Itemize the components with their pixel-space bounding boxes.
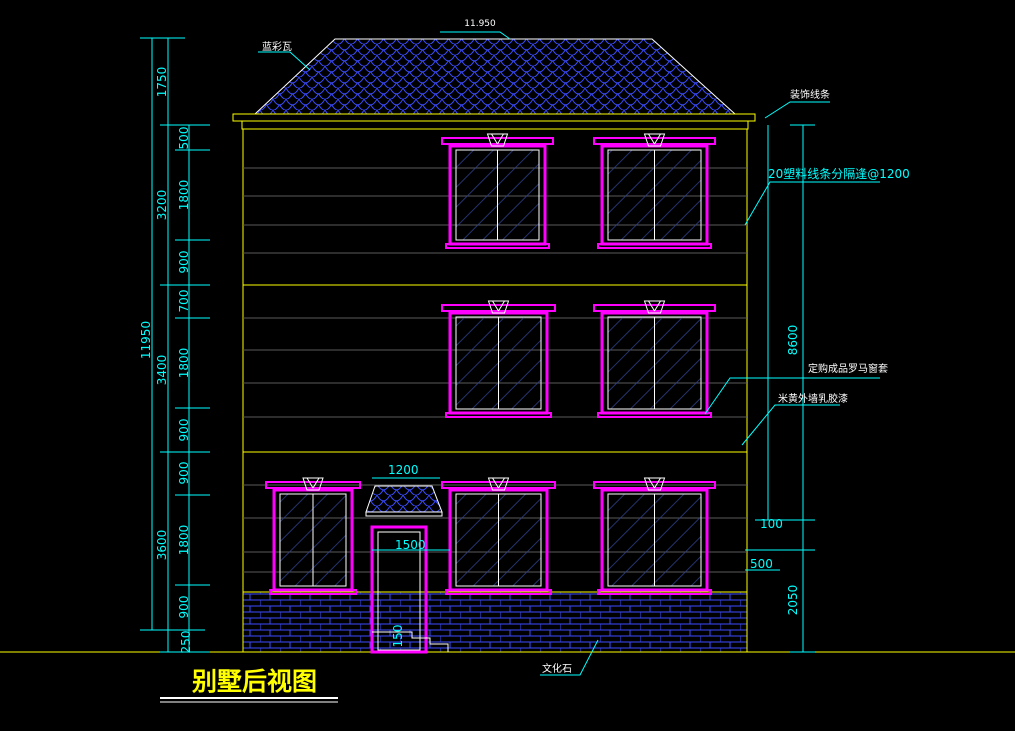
dim-500: 500	[177, 127, 191, 150]
dim-2050: 2050	[786, 585, 800, 616]
window	[593, 133, 716, 249]
dim-100: 100	[760, 517, 783, 531]
elevation-label: 11.950	[464, 19, 496, 29]
dim-3600: 3600	[155, 530, 169, 561]
right-dimensions	[745, 124, 815, 653]
dim-900c: 900	[177, 462, 191, 485]
window	[441, 133, 554, 249]
dim-1800b: 1800	[177, 348, 191, 379]
dim-500r: 500	[750, 557, 773, 571]
culture-stone-base	[242, 591, 748, 653]
dim-250: 250	[179, 631, 193, 654]
dim-1800c: 1800	[177, 525, 191, 556]
dim-1500: 1500	[395, 538, 426, 552]
dim-700: 700	[177, 290, 191, 313]
dim-900b: 900	[177, 419, 191, 442]
dim-3200: 3200	[155, 190, 169, 221]
rear-door	[365, 485, 449, 654]
dimension-texts: 11950 1750 3200 3400 3600 250 500 1800 9…	[139, 67, 800, 654]
window	[441, 477, 556, 595]
windows	[265, 133, 716, 595]
dim-1200: 1200	[388, 463, 419, 477]
roman-window-label: 定购成品罗马窗套	[808, 362, 888, 375]
drawing-title: 别墅后视图	[191, 667, 317, 696]
labels: 11.950 蓝彩瓦 装饰线条 20塑料线条分隔逢@1200 定购成品罗马窗套 …	[191, 19, 910, 696]
dim-8600: 8600	[786, 325, 800, 356]
cornice	[232, 113, 756, 130]
dim-helper-lines	[372, 477, 450, 551]
window	[593, 477, 716, 595]
decor-line-label: 装饰线条	[790, 88, 830, 101]
window	[441, 300, 556, 418]
dim-1800a: 1800	[177, 180, 191, 211]
window	[265, 477, 361, 595]
dim-900d: 900	[177, 596, 191, 619]
left-dimensions	[140, 37, 210, 653]
leader-lines	[258, 51, 880, 676]
dim-total: 11950	[139, 321, 153, 359]
dim-3400: 3400	[155, 355, 169, 386]
dim-900a: 900	[177, 251, 191, 274]
roof-tile-label: 蓝彩瓦	[262, 41, 292, 53]
window	[593, 300, 716, 418]
plastic-strip-label: 20塑料线条分隔逢@1200	[768, 166, 910, 181]
roof	[253, 31, 737, 115]
dim-1750: 1750	[155, 67, 169, 98]
paint-label: 米黄外墙乳胶漆	[778, 392, 848, 405]
culture-stone-label: 文化石	[542, 662, 572, 675]
dim-150: 150	[391, 625, 405, 648]
